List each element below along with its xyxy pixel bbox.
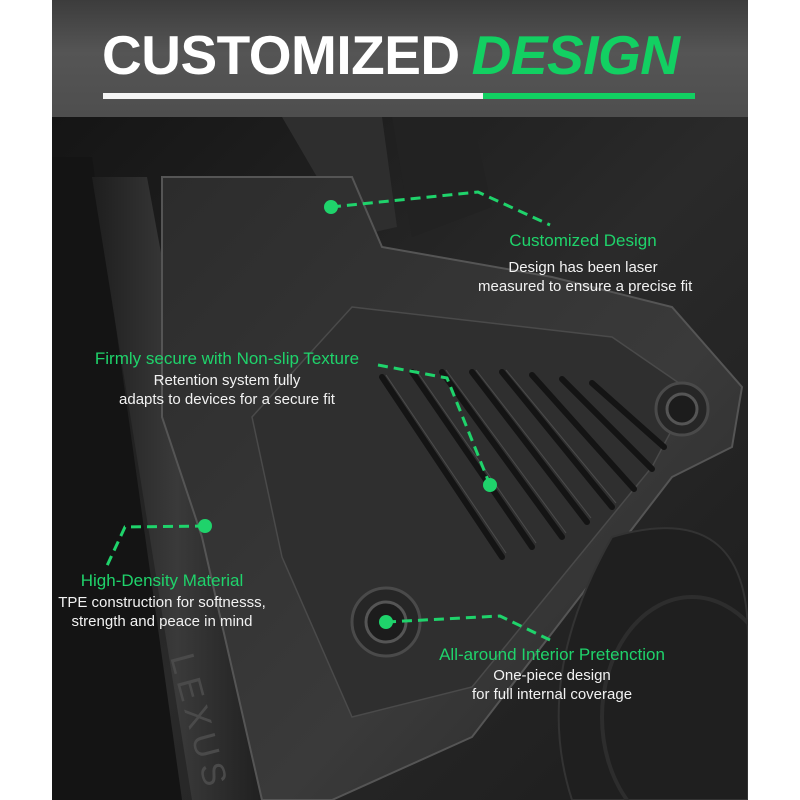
retention-hook-icon <box>350 586 422 658</box>
title-underline-green <box>483 93 695 99</box>
callout-customized-design: Customized Design Design has been laser … <box>478 231 693 296</box>
floor-mat-icon: LEXUS <box>52 117 748 800</box>
door-sill-icon <box>92 177 262 800</box>
callout-line: One-piece design <box>493 667 611 684</box>
callout-high-density-material: High-Density Material TPE construction f… <box>52 571 272 631</box>
callout-interior-protection: All-around Interior Pretenction One-piec… <box>424 645 680 704</box>
callout-heading: Firmly secure with Non-slip Texture <box>94 349 360 368</box>
floor-mat-scene: LEXUS <box>52 117 748 800</box>
callout-line: Design has been laser <box>508 259 658 276</box>
title-white: CUSTOMIZED <box>102 24 460 86</box>
callout-line: strength and peace in mind <box>71 613 253 630</box>
callout-non-slip-texture: Firmly secure with Non-slip Texture Rete… <box>72 349 382 409</box>
title-green: DESIGN <box>471 24 680 86</box>
callout-heading: High-Density Material <box>80 571 244 590</box>
callout-heading: Customized Design <box>509 231 657 250</box>
title-underline-white <box>103 93 483 99</box>
callout-line: for full internal coverage <box>471 686 633 703</box>
callout-heading: All-around Interior Pretenction <box>439 645 665 664</box>
callout-line: measured to ensure a precise fit <box>478 278 693 295</box>
callout-line: adapts to devices for a secure fit <box>119 391 335 408</box>
callout-line: TPE construction for softnesss, <box>58 594 266 611</box>
callout-line: Retention system fully <box>153 372 301 389</box>
